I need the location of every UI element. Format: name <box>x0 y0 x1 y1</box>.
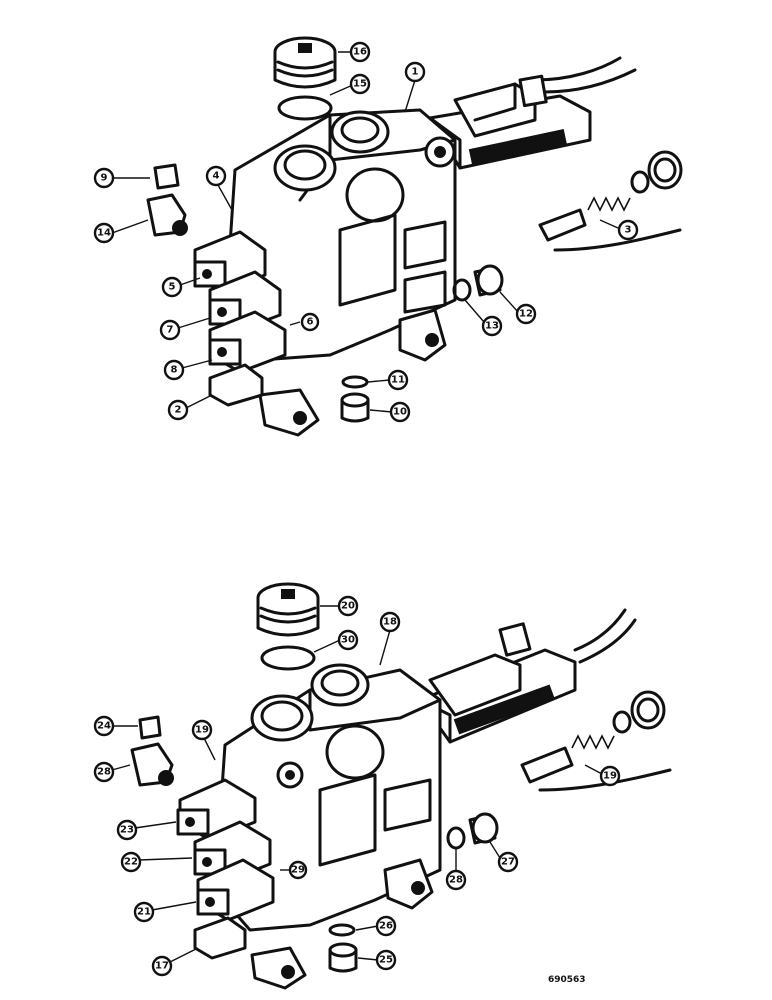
svg-text:29: 29 <box>291 865 305 876</box>
lower-elbow-fitting <box>130 715 174 787</box>
callout-upper-8: 8 <box>163 359 185 381</box>
callout-upper-2: 2 <box>167 399 189 421</box>
svg-text:14: 14 <box>97 228 111 239</box>
lower-top-plug <box>256 582 320 671</box>
upper-callouts: 16 15 1 9 4 14 5 7 8 2 3 12 13 11 10 6 <box>93 41 639 423</box>
svg-text:12: 12 <box>519 309 533 320</box>
svg-text:25: 25 <box>379 955 393 966</box>
callout-lower-23: 23 <box>116 819 138 841</box>
svg-text:15: 15 <box>353 79 367 90</box>
callout-upper-15: 15 <box>349 73 371 95</box>
svg-text:4: 4 <box>213 171 220 182</box>
svg-text:24: 24 <box>97 721 111 732</box>
callout-lower-18: 18 <box>379 611 401 633</box>
lower-spool-ends <box>176 778 275 922</box>
upper-valve-assembly <box>146 36 683 437</box>
callout-lower-17: 17 <box>151 955 173 977</box>
lower-valve-assembly <box>130 582 672 990</box>
svg-text:23: 23 <box>120 825 134 836</box>
svg-text:30: 30 <box>341 635 355 646</box>
svg-text:18: 18 <box>383 617 397 628</box>
svg-text:13: 13 <box>485 321 499 332</box>
figure-code: 690563 <box>548 975 586 985</box>
svg-text:5: 5 <box>169 282 176 293</box>
callout-upper-12: 12 <box>515 303 537 325</box>
upper-spool-ends <box>193 230 287 374</box>
svg-text:11: 11 <box>391 375 405 386</box>
callout-lower-30: 30 <box>337 629 359 651</box>
svg-text:20: 20 <box>341 601 355 612</box>
callout-lower-22: 22 <box>120 851 142 873</box>
callout-lower-25: 25 <box>375 949 397 971</box>
svg-text:8: 8 <box>171 365 178 376</box>
callout-upper-7: 7 <box>159 319 181 341</box>
svg-text:26: 26 <box>379 921 393 932</box>
svg-text:6: 6 <box>307 317 314 328</box>
lower-callouts: 20 30 18 24 19 28 23 22 21 17 26 25 28 2… <box>93 595 621 977</box>
svg-text:19: 19 <box>603 771 617 782</box>
callout-lower-20: 20 <box>337 595 359 617</box>
svg-text:9: 9 <box>101 173 108 184</box>
svg-text:28: 28 <box>449 875 463 886</box>
lower-relief-parts <box>520 690 672 792</box>
callout-upper-9: 9 <box>93 167 115 189</box>
svg-text:21: 21 <box>137 907 151 918</box>
callout-lower-21: 21 <box>133 901 155 923</box>
callout-upper-11: 11 <box>387 369 409 391</box>
svg-text:28: 28 <box>97 767 111 778</box>
svg-text:3: 3 <box>625 225 632 236</box>
callout-lower-24: 24 <box>93 715 115 737</box>
svg-text:7: 7 <box>167 325 174 336</box>
callout-lower-28b: 28 <box>445 869 467 891</box>
upper-top-plug <box>273 36 337 121</box>
callout-upper-4: 4 <box>205 165 227 187</box>
callout-upper-3: 3 <box>617 219 639 241</box>
callout-upper-14: 14 <box>93 222 115 244</box>
callout-upper-6: 6 <box>300 312 320 332</box>
callout-lower-29: 29 <box>288 860 308 880</box>
svg-text:10: 10 <box>393 407 407 418</box>
svg-text:16: 16 <box>353 47 367 58</box>
svg-text:17: 17 <box>155 961 169 972</box>
callout-upper-16: 16 <box>349 41 371 63</box>
svg-text:19: 19 <box>195 725 209 736</box>
callout-upper-1: 1 <box>404 61 426 83</box>
callout-lower-19b: 19 <box>599 765 621 787</box>
callout-upper-10: 10 <box>389 401 411 423</box>
upper-relief-parts <box>538 150 683 252</box>
svg-text:22: 22 <box>124 857 138 868</box>
callout-lower-19: 19 <box>191 719 213 741</box>
svg-text:1: 1 <box>412 67 419 78</box>
callout-upper-5: 5 <box>161 276 183 298</box>
svg-text:27: 27 <box>501 857 515 868</box>
callout-lower-27: 27 <box>497 851 519 873</box>
callout-lower-28: 28 <box>93 761 115 783</box>
upper-elbow-fitting <box>146 163 188 237</box>
svg-text:2: 2 <box>175 405 182 416</box>
callout-lower-26: 26 <box>375 915 397 937</box>
callout-upper-13: 13 <box>481 315 503 337</box>
